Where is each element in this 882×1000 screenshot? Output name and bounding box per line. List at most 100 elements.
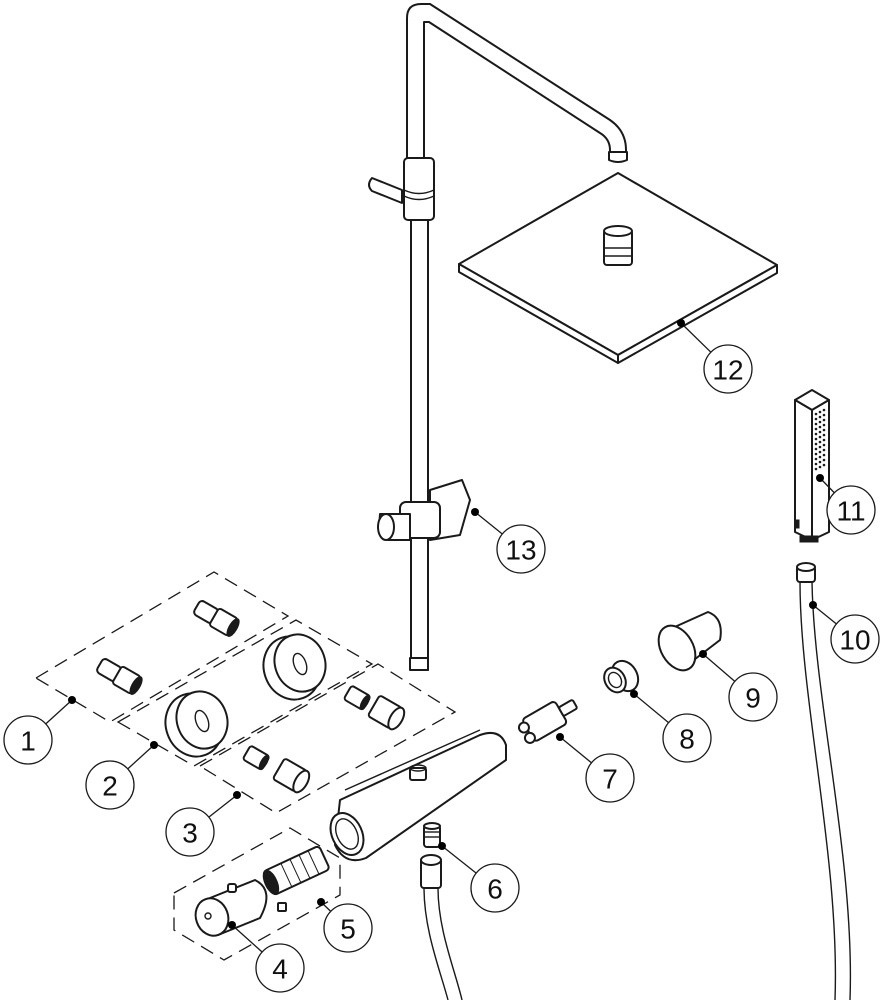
callout-bubble [470,863,520,913]
nozzle-dot [822,458,826,462]
leader-dot [556,733,564,741]
nozzle-dot [822,423,826,427]
diverter-cartridge [517,699,578,744]
leader-dot [150,741,158,749]
nozzle-dot [822,428,826,432]
callout-bubble [323,903,373,953]
callout-number: 4 [272,954,288,985]
adapter-ring [603,659,640,694]
callout-bubble [728,672,778,722]
callout-number: 9 [745,683,761,714]
leader-line [208,794,238,818]
callout-number: 8 [679,724,695,755]
callout-bubble [826,485,876,535]
nozzle-dot [814,447,818,451]
leader-line [45,699,73,725]
nozzle-dot [814,462,818,466]
callout-number: 13 [505,535,536,566]
group-3-outline [198,663,457,814]
callout-5: 5 [317,898,373,953]
callout-number: 10 [839,625,870,656]
callout-number: 12 [712,355,743,386]
callout-3: 3 [165,791,241,857]
leader-line [702,653,736,682]
callout-bubble [85,760,135,810]
overhead-shower [458,172,778,364]
callout-bubble [662,713,712,763]
shower-hose [796,562,852,1000]
callout-4: 4 [228,921,305,993]
leader-line [559,736,592,764]
nozzle-dot [818,420,822,424]
leader-dot [317,898,325,906]
callout-number: 3 [182,818,198,849]
leader-dot [677,319,685,327]
leader-line [231,924,263,953]
nozzle-dot [818,410,822,414]
shower-riser [368,3,628,671]
nozzle-dot [822,408,826,412]
callout-6: 6 [438,842,520,913]
callout-bubble [496,524,546,574]
leader-line [812,604,837,625]
nozzle-dot [814,467,818,471]
callout-bubble [830,614,880,664]
nozzle-dot [818,460,822,464]
eccentric-connectors [96,600,240,695]
leader-line [127,744,155,770]
nozzle-dot [818,450,822,454]
thermostatic-handle [194,879,268,937]
leader-dot [699,650,707,658]
leader-dot [228,921,236,929]
nozzle-dot [814,427,818,431]
group-5-outline [173,827,341,961]
leader-line [441,845,477,874]
callout-number: 2 [102,771,118,802]
callout-2: 2 [85,741,158,810]
callout-bubble [165,807,215,857]
callout-8: 8 [630,690,712,763]
callout-10: 10 [809,601,880,664]
hand-shower [794,389,830,543]
nozzle-dot [818,465,822,469]
outlet-nipple [423,822,441,848]
leader-dot [630,690,638,698]
callout-number: 5 [340,914,356,945]
nozzle-dot [818,415,822,419]
nozzle-dot [822,438,826,442]
leader-line [474,511,503,535]
nozzle-dot [822,433,826,437]
diverter-handle [657,611,722,672]
leader-dot [68,696,76,704]
nozzle-dot [814,457,818,461]
leader-dot [438,842,446,850]
callout-9: 9 [699,650,778,722]
callout-7: 7 [556,733,635,803]
nozzle-dot [818,425,822,429]
callout-bubble [585,753,635,803]
callout-bubble [703,344,753,394]
nozzle-dot [818,455,822,459]
mixer-body [329,729,507,862]
nozzle-dot [818,445,822,449]
nozzle-dot [814,432,818,436]
leader-line [633,693,669,724]
nozzle-dot [822,453,826,457]
check-valves [242,685,406,794]
leader-dot [816,474,824,482]
shower-holder [377,479,471,541]
group-2-outline [116,619,374,767]
callout-number: 7 [602,764,618,795]
nozzle-dot [814,412,818,416]
leader-line [680,322,712,353]
nozzle-dot [814,422,818,426]
callout-bubble [3,715,53,765]
nozzle-dot [822,413,826,417]
cover-rosettes [164,633,327,758]
nozzle-dot [822,448,826,452]
nozzle-dot [822,463,826,467]
leader-dot [233,791,241,799]
callout-number: 1 [20,726,36,757]
thermostatic-cartridge [262,845,330,912]
